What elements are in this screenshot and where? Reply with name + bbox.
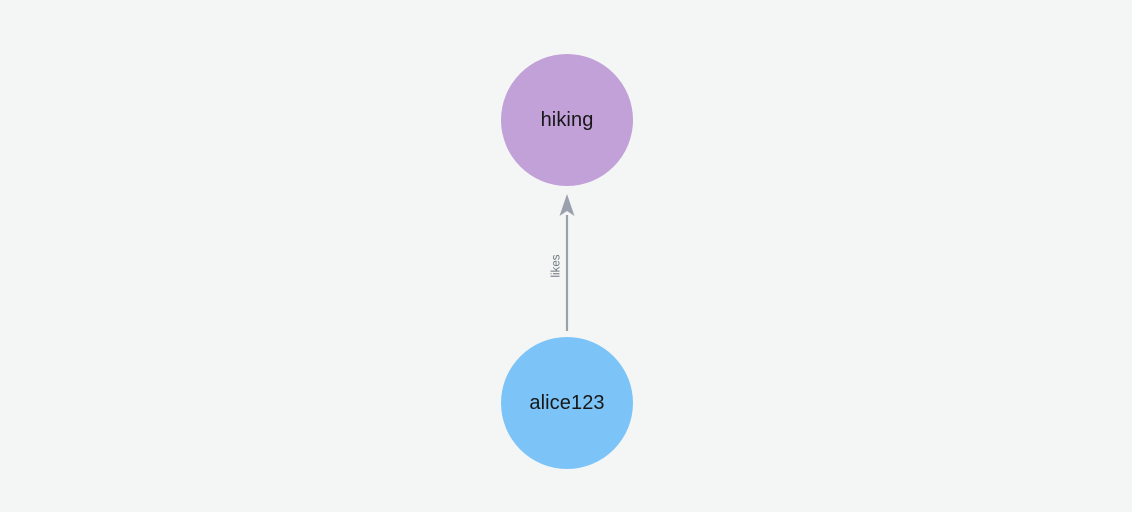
edge-label-likes: likes bbox=[548, 248, 564, 284]
node-label-alice123: alice123 bbox=[529, 391, 605, 414]
edge-label-text: likes bbox=[550, 254, 563, 278]
node-label-hiking: hiking bbox=[540, 108, 594, 131]
graph-node-alice123[interactable]: alice123 bbox=[501, 337, 633, 469]
arrow-head-icon bbox=[559, 194, 575, 216]
graph-node-hiking[interactable]: hiking bbox=[501, 54, 633, 186]
